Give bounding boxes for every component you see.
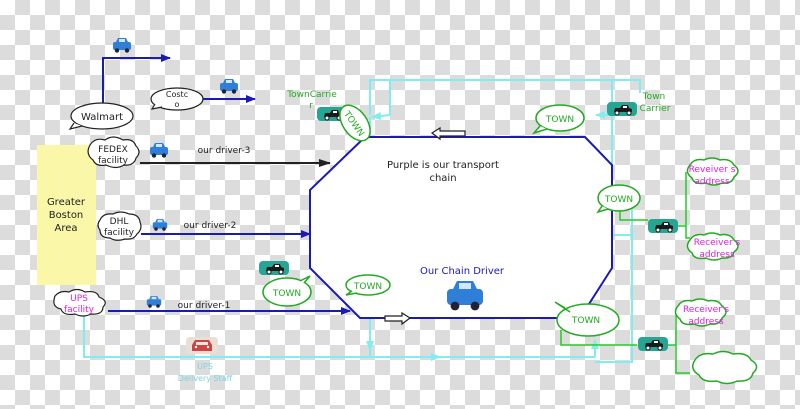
- receiver-1-label-1: Reveiver s: [689, 165, 736, 175]
- empty-receiver-cloud: [692, 350, 758, 385]
- right-carrier-car-icon: [606, 101, 638, 117]
- dhl-car-icon: [152, 219, 168, 231]
- left-carrier-label-1: TownCarrie: [286, 90, 337, 100]
- left-flow-arrow-icon: [430, 126, 466, 141]
- chain-driver-label: Our Chain Driver: [420, 266, 505, 277]
- ups-label-1: UPS: [70, 294, 88, 304]
- receiver-cloud-1: [686, 157, 739, 186]
- receiver-cloud-2: [686, 232, 739, 261]
- costco-car-icon: [220, 79, 238, 94]
- mid-carrier-car-icon: [647, 218, 679, 234]
- chain-title-2: chain: [429, 173, 456, 184]
- area-label-1: Greater: [47, 197, 86, 208]
- town-label-bottom-right: TOWN: [571, 316, 600, 326]
- driver-1-label: our driver-1: [178, 301, 231, 311]
- dhl-label-1: DHL: [110, 217, 129, 227]
- receiver-3-label-1: Receiver's: [683, 305, 729, 315]
- right-carrier-label-2: Carrier: [640, 104, 671, 114]
- receiver-2-label-1: Receiver s: [694, 238, 741, 248]
- town-bubble-top-right: [535, 104, 585, 132]
- driver-3-label: our driver-3: [198, 146, 251, 156]
- ups-delivery-car-icon: [186, 337, 218, 354]
- walmart-route: [102, 54, 171, 106]
- receiver-cloud-3: [674, 298, 727, 327]
- ups-cloud: [53, 288, 106, 317]
- walmart-bubble: [70, 102, 134, 130]
- ups-staff-label-2: Delivery Staff: [178, 374, 233, 383]
- town-bubble-bottom-right: [556, 303, 620, 337]
- green-link-receivers: [685, 172, 690, 239]
- area-label-3: Area: [54, 223, 77, 234]
- left-carrier-label-2: r: [309, 101, 313, 111]
- right-carrier-label-1: Town: [642, 92, 666, 102]
- chain-title-1: Purple is our transport: [387, 160, 499, 171]
- dhl-cloud: [97, 211, 142, 241]
- fedex-car-icon: [150, 143, 168, 158]
- ups-label-2: facility: [64, 305, 95, 315]
- ups-car-icon: [146, 296, 162, 308]
- green-link-mid: [619, 210, 648, 221]
- bottom-carrier-car-icon: [637, 336, 669, 352]
- costco-bubble: [150, 87, 204, 111]
- walmart-car-icon: [113, 38, 131, 53]
- walmart-label: Walmart: [81, 112, 123, 123]
- driver-2-label: our driver-2: [184, 221, 237, 231]
- costco-label-1: Costc: [166, 90, 188, 99]
- lower-left-carrier-car-icon: [258, 260, 290, 276]
- fedex-label-1: FEDEX: [98, 145, 128, 155]
- town-bubble-mid-right: [597, 184, 641, 212]
- fedex-cloud: [87, 136, 140, 169]
- receiver-2-label-2: address: [699, 250, 735, 260]
- dhl-label-2: facility: [104, 228, 135, 238]
- ups-staff-label-1: UPS: [197, 362, 213, 371]
- receiver-1-label-2: address: [694, 177, 730, 187]
- greater-boston-area-box: [37, 145, 96, 285]
- town-label-center: TOWN: [353, 282, 382, 292]
- receiver-3-label-2: address: [688, 317, 724, 327]
- green-link-bottom: [560, 330, 637, 346]
- town-label-lower-left: TOWN: [272, 289, 301, 299]
- area-label-2: Boston: [49, 210, 84, 221]
- costco-label-2: o: [175, 100, 180, 109]
- town-bubble-center: [345, 274, 391, 296]
- right-flow-arrow-icon: [384, 311, 412, 326]
- fedex-label-2: facility: [98, 156, 129, 166]
- town-bubble-lower-left: [262, 277, 312, 307]
- town-label-top-right: TOWN: [545, 115, 574, 125]
- town-label-mid-right: TOWN: [604, 195, 633, 205]
